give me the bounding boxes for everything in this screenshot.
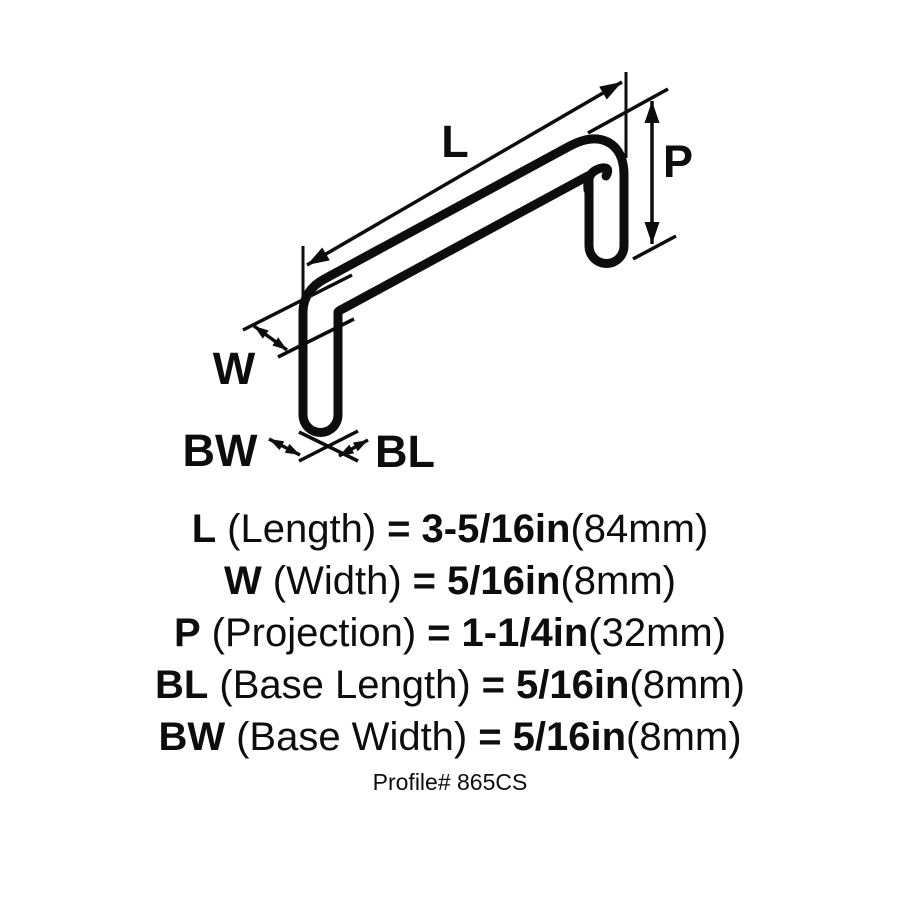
base-length-label: BL xyxy=(375,426,435,477)
projection-tick-top xyxy=(587,87,669,135)
pull-handle-diagram: L P W BW BL xyxy=(183,72,693,477)
spec-metric: (32mm) xyxy=(588,611,727,655)
base-dimensions xyxy=(268,429,369,463)
length-dimension xyxy=(301,72,628,324)
spec-row-width: W(Width)=5/16in(8mm) xyxy=(0,555,900,607)
spec-value: 1-1/4in xyxy=(461,611,589,655)
width-dimension-arrow xyxy=(252,324,289,352)
spec-symbol: L xyxy=(191,507,217,551)
base-length-arrow xyxy=(338,438,369,458)
spec-row-base-width: BW(Base Width)=5/16in(8mm) xyxy=(0,711,900,763)
spec-name: (Width) xyxy=(272,559,402,603)
base-ext-line-2 xyxy=(298,429,359,463)
pull-handle-drawing xyxy=(298,134,629,437)
spec-value: 5/16in xyxy=(516,663,630,707)
spec-symbol: BW xyxy=(158,715,226,759)
spec-name: (Projection) xyxy=(211,611,417,655)
base-width-label: BW xyxy=(183,425,258,476)
spec-equals: = xyxy=(478,715,502,759)
spec-name: (Base Length) xyxy=(219,663,471,707)
handle-outline-inner xyxy=(307,143,620,428)
profile-number: Profile# 865CS xyxy=(372,769,528,795)
spec-value: 3-5/16in xyxy=(421,507,571,551)
projection-tick-bottom xyxy=(632,234,677,261)
spec-metric: (8mm) xyxy=(626,715,742,759)
projection-dimension xyxy=(587,87,677,261)
spec-name: (Length) xyxy=(227,507,377,551)
width-label: W xyxy=(213,343,256,394)
width-ext-line-upper xyxy=(242,273,353,332)
spec-equals: = xyxy=(412,559,437,603)
spec-row-length: L(Length)=3-5/16in(84mm) xyxy=(0,503,900,555)
spec-equals: = xyxy=(481,663,506,707)
width-ext-line-lower xyxy=(277,317,355,359)
spec-symbol: P xyxy=(173,611,201,655)
spec-row-base-length: BL(Base Length)=5/16in(8mm) xyxy=(0,659,900,711)
spec-symbol: BL xyxy=(155,663,209,707)
spec-value: 5/16in xyxy=(447,559,561,603)
projection-label: P xyxy=(663,136,693,187)
spec-metric: (8mm) xyxy=(629,663,745,707)
spec-symbol: W xyxy=(224,559,262,603)
spec-value: 5/16in xyxy=(512,715,627,759)
width-dimension xyxy=(242,273,355,359)
spec-equals: = xyxy=(387,507,411,551)
spec-metric: (8mm) xyxy=(560,559,676,603)
length-label: L xyxy=(441,116,469,167)
spec-metric: (84mm) xyxy=(570,507,709,551)
spec-equals: = xyxy=(427,611,451,655)
spec-name: (Base Width) xyxy=(236,715,468,759)
base-width-arrow xyxy=(268,437,301,457)
spec-row-projection: P(Projection)=1-1/4in(32mm) xyxy=(0,607,900,659)
dimension-spec-list: L(Length)=3-5/16in(84mm) W(Width)=5/16in… xyxy=(0,503,900,797)
length-dimension-arrow xyxy=(306,80,623,267)
